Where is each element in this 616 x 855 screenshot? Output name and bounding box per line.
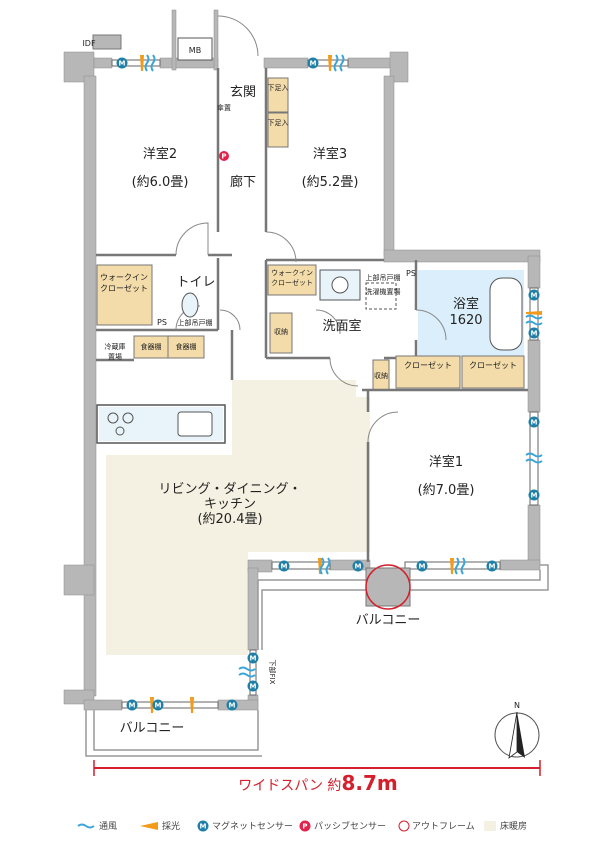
svg-text:M: M: [200, 823, 207, 831]
compass: N: [494, 701, 540, 759]
toilet-fixture-icon: [181, 292, 199, 318]
bedroom3-size: (約5.2畳): [302, 175, 359, 190]
fix-label: 下部FIX: [268, 660, 277, 685]
window-bedroom1-bottom: [352, 557, 501, 575]
umbrella-label: 傘置: [217, 103, 231, 112]
balcony-left-outline: [85, 710, 262, 757]
window-bath: [525, 287, 543, 341]
svg-text:P: P: [302, 823, 307, 831]
fridge-label-2: 置場: [108, 352, 122, 361]
shoe-cabinet-1-label: 下足入: [268, 84, 289, 92]
bathroom-size: 1620: [449, 313, 482, 328]
walls: [63, 9, 541, 711]
floor-heating-area: [106, 380, 370, 655]
legend: 通風 採光 M マグネットセンサー P パッシブセンサー アウトフレーム 床暖房: [77, 820, 527, 832]
bedroom2-name: 洋室2: [143, 146, 177, 162]
ldk-name-line2: キッチン: [204, 497, 256, 512]
entrance-name: 玄関: [230, 85, 256, 100]
storage-1-area: [269, 312, 293, 354]
upper-cabinet-2-label: 上部吊戸棚: [366, 273, 401, 282]
laundry-label: 洗濯機置場: [366, 287, 401, 296]
window-ldk-side: [238, 649, 259, 696]
shoe-cabinet-1-area: [267, 77, 289, 113]
bedroom3-name: 洋室3: [313, 146, 347, 162]
closet-1-label: クローゼット: [404, 360, 452, 370]
washroom-name: 洗面室: [322, 318, 361, 334]
walkin1-label-1: ウォークイン: [100, 273, 148, 282]
window-bottom-left: [121, 697, 238, 713]
closet-2-label: クローゼット: [469, 360, 517, 370]
passive-sensor-icon: P: [299, 820, 311, 832]
stove-burner-icon: [107, 412, 119, 424]
interior-walls: [96, 68, 528, 562]
balcony-right-name: バルコニー: [356, 613, 421, 628]
mb-label: MB: [189, 46, 201, 55]
bathtub-icon: [489, 277, 523, 351]
walkin2-label-1: ウォークイン: [271, 269, 313, 277]
wind-icon: [77, 823, 95, 829]
light-icon: [140, 822, 158, 830]
legend-wind-label: 通風: [99, 821, 117, 832]
closet-1-area: [395, 355, 461, 389]
outframe-column: [365, 567, 411, 607]
sink-icon: [177, 411, 213, 437]
floor-heating-icon: [484, 821, 496, 831]
passive-sensor-icon: P: [219, 151, 229, 161]
pantry-2-label: 食器棚: [176, 342, 197, 351]
shoe-cabinet-2-label: 下足入: [268, 119, 289, 127]
window-top-right: [307, 54, 349, 72]
walkin1-label-2: クローゼット: [100, 283, 148, 293]
legend-outframe-label: アウトフレーム: [412, 821, 475, 832]
legend-magnet-label: マグネットセンサー: [212, 820, 293, 832]
walkin2-label-2: クローゼット: [271, 278, 313, 287]
window-ldk-bottom: [271, 557, 331, 575]
ps1-label: PS: [157, 318, 167, 327]
legend-light-label: 採光: [162, 820, 180, 832]
bathroom-name: 浴室: [453, 296, 479, 312]
ps2-label: PS: [406, 269, 416, 278]
outframe-marker-icon: [365, 564, 411, 610]
pantry-2-area: [167, 335, 205, 359]
idf-label: IDF: [82, 39, 96, 48]
shoe-cabinet-2-area: [267, 112, 289, 148]
toilet-name: トイレ: [176, 275, 215, 290]
outframe-icon: [398, 820, 410, 832]
ldk-name-line1: リビング・ダイニング・: [158, 482, 301, 497]
stove-burner-icon: [115, 426, 125, 436]
washer-icon: [365, 282, 397, 310]
wide-span-prefix: ワイドスパン 約: [238, 778, 341, 794]
bedroom1-size: (約7.0畳): [418, 483, 475, 498]
pantry-1-label: 食器棚: [141, 342, 162, 351]
stove-burner-icon: [122, 412, 134, 424]
wide-span-dimension: ワイドスパン 約8.7m: [93, 760, 541, 796]
closet-2-area: [461, 355, 525, 389]
hallway-name: 廊下: [230, 174, 256, 190]
walkin-closet-1-area: [96, 264, 153, 326]
walkin-closet-2-area: [267, 264, 317, 296]
bedroom2-size: (約6.0畳): [132, 175, 189, 190]
magnet-sensor-icon: M: [197, 820, 209, 832]
ldk-size: (約20.4畳): [197, 512, 262, 527]
compass-north-label: N: [514, 701, 520, 710]
basin-bowl-icon: [331, 276, 349, 294]
legend-passive-label: パッシブセンサー: [314, 820, 386, 832]
wide-span-value: 8.7m: [341, 771, 397, 795]
pillar: [92, 34, 122, 50]
balcony-left-name: バルコニー: [120, 721, 185, 736]
svg-text:ワイドスパン 約8.7m: ワイドスパン 約8.7m: [238, 771, 397, 795]
window-bedroom1: [525, 411, 543, 506]
upper-cabinet-1-label: 上部吊戸棚: [178, 318, 213, 327]
storage-2-label: 収納: [374, 371, 388, 380]
balcony-right-outline: [257, 564, 549, 650]
bedroom1-name: 洋室1: [429, 454, 463, 470]
storage-1-label: 収納: [274, 327, 288, 336]
mb-box: [177, 37, 213, 61]
svg-text:P: P: [221, 153, 226, 161]
fridge-label-1: 冷蔵庫: [105, 342, 126, 351]
window-top-left: [111, 54, 161, 72]
legend-floor-heating-label: 床暖房: [500, 820, 527, 832]
